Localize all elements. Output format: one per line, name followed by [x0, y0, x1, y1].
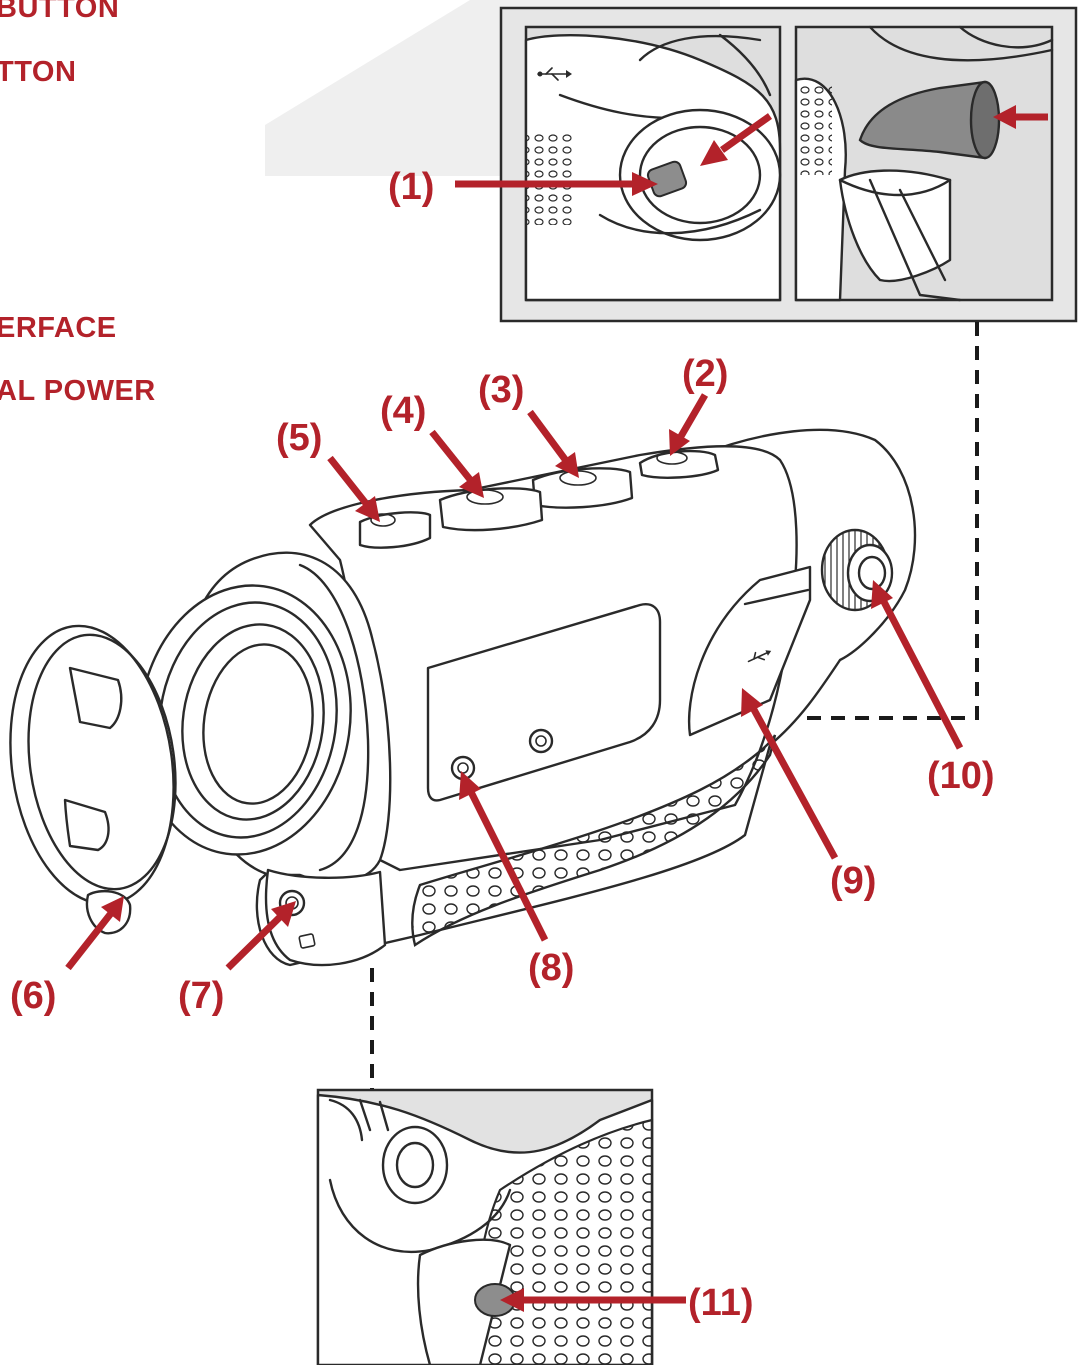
top-button-4 — [438, 487, 544, 532]
legend-line-1: BUTTON — [0, 0, 120, 24]
callout-10: (10) — [927, 755, 995, 797]
legend-line-3: ERFACE — [0, 312, 117, 344]
side-plate — [426, 603, 662, 802]
callout-2: (2) — [682, 353, 728, 395]
focus-knob — [820, 528, 894, 612]
callout-11: (11) — [688, 1282, 753, 1324]
top-button-5 — [358, 511, 432, 549]
usb-icon — [747, 650, 772, 663]
main-device — [9, 428, 917, 967]
usb-icon — [537, 67, 572, 81]
callout-6: (6) — [10, 975, 56, 1017]
grip-texture — [411, 734, 777, 947]
callout-arrows — [65, 105, 1048, 1312]
inset-right-panel — [794, 25, 1054, 302]
inset-left-panel — [524, 25, 782, 302]
top-inset — [499, 6, 1078, 323]
bottom-inset — [316, 1088, 654, 1365]
connector-top — [805, 322, 979, 720]
callout-5: (5) — [276, 417, 322, 459]
legend-line-4: AL POWER — [0, 375, 156, 407]
legend-line-2: TTON — [0, 56, 77, 88]
callout-3: (3) — [478, 369, 524, 411]
callout-7: (7) — [178, 975, 224, 1017]
top-button-3 — [531, 467, 634, 509]
callout-1: (1) — [388, 166, 434, 208]
callout-9: (9) — [830, 860, 876, 902]
callout-8: (8) — [528, 947, 574, 989]
callout-4: (4) — [380, 390, 426, 432]
